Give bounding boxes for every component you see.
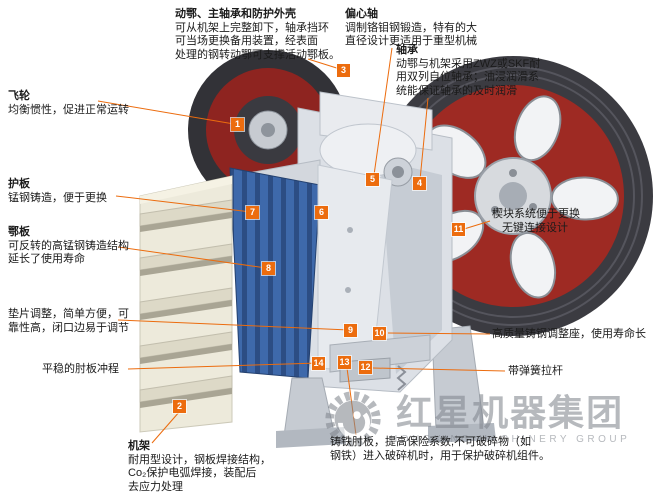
callout-line: 无键连接设计: [502, 221, 568, 234]
watermark-en-text: HONGXING MACHINERY GROUP: [390, 434, 631, 445]
callout-spring-rod: 带弹簧拉杆: [508, 365, 563, 379]
watermark-cn-text: 红星机器集团: [396, 392, 625, 433]
part-marker-10: 10: [373, 327, 386, 340]
callout-line: 平稳的肘板冲程: [42, 363, 119, 375]
watermark: 红星机器集团 HONGXING MACHINERY GROUP: [322, 388, 658, 450]
callout-title: 飞轮: [8, 90, 30, 102]
part-marker-12: 12: [359, 361, 372, 374]
callout-line: 可当场更换备用装置，经表面: [175, 35, 318, 47]
callout-line: 均衡惯性，促进正常运转: [8, 103, 129, 116]
callout-guard-plate: 护板 锰钢铸造，便于更换: [8, 178, 107, 205]
callout-moving-jaw-assembly: 动鄂、主轴承和防护外壳 可从机架上完整卸下，轴承挡环 可当场更换备用装置，经表面…: [175, 8, 340, 62]
part-marker-13: 13: [338, 356, 351, 369]
callout-line: 可反转的高锰钢铸造结构: [8, 239, 129, 252]
part-marker-14: 14: [312, 357, 325, 370]
callout-line: 耐用型设计，钢板焊接结构，: [128, 453, 271, 466]
callout-line: 靠性高，闭口边易于调节: [8, 321, 129, 334]
part-marker-5: 5: [366, 173, 379, 186]
callout-line: 动鄂与机架采用ZWZ或SKF耐: [396, 57, 541, 70]
callout-toggle-stroke: 平稳的肘板冲程: [42, 363, 119, 377]
part-marker-8: 8: [262, 262, 275, 275]
part-marker-4: 4: [413, 177, 426, 190]
callout-line: 延长了使用寿命: [8, 253, 85, 265]
callout-flywheel: 飞轮 均衡惯性，促进正常运转: [8, 90, 129, 117]
callout-adjust-seat: 高质量铸钢调整座，使用寿命长: [492, 328, 646, 342]
callout-title: 动鄂、主轴承和防护外壳: [175, 8, 296, 20]
callout-line: 垫片调整，简单方便，可: [8, 308, 129, 320]
callout-line: 统能保证轴承的及时润滑: [396, 84, 517, 97]
part-marker-6: 6: [315, 206, 328, 219]
part-marker-11: 11: [452, 223, 465, 236]
callout-line: 直径设计更适用于重型机械: [345, 35, 477, 47]
callout-toggle-plate: 铸铁肘板，提高保险系数,不可破碎物（如 钢铁）进入破碎机时，用于保护破碎机组件。: [330, 436, 550, 463]
callout-line: 去应力处理: [128, 480, 183, 493]
callout-line: 高质量铸钢调整座，使用寿命长: [492, 328, 646, 340]
callout-title: 偏心轴: [345, 8, 378, 20]
callout-line: 铸铁肘板，提高保险系数,不可破碎物（如: [330, 436, 532, 448]
callout-shim-adjustment: 垫片调整，简单方便，可 靠性高，闭口边易于调节: [8, 308, 129, 335]
part-marker-1: 1: [231, 118, 244, 131]
callout-bearing: 轴承 动鄂与机架采用ZWZ或SKF耐 用双列自位轴承；油浸润滑系 统能保证轴承的…: [396, 44, 540, 98]
part-marker-3: 3: [337, 64, 350, 77]
callout-line: 钢铁）进入破碎机时，用于保护破碎机组件。: [330, 449, 550, 462]
callout-line: 锰钢铸造，便于更换: [8, 191, 107, 204]
callout-frame: 机架 耐用型设计，钢板焊接结构， Co₂保护电弧焊接，装配后 去应力处理: [128, 440, 271, 494]
part-marker-9: 9: [344, 324, 357, 337]
callout-title: 护板: [8, 178, 30, 190]
callout-eccentric-shaft: 偏心轴 调制铬钼钢锻造，特有的大 直径设计更适用于重型机械: [345, 8, 477, 49]
callout-line: 楔块系统便于更换: [492, 208, 580, 220]
callout-line: 用双列自位轴承；油浸润滑系: [396, 71, 539, 83]
callout-title: 鄂板: [8, 226, 30, 238]
callout-wedge-system: 楔块系统便于更换 无键连接设计: [492, 208, 580, 235]
callout-title: 轴承: [396, 44, 418, 56]
callout-title: 机架: [128, 440, 150, 452]
callout-line: 带弹簧拉杆: [508, 365, 563, 377]
callout-line: 调制铬钼钢锻造，特有的大: [345, 21, 477, 34]
callout-line: Co₂保护电弧焊接，装配后: [128, 467, 257, 479]
callout-jaw-plate: 鄂板 可反转的高锰钢铸造结构 延长了使用寿命: [8, 226, 129, 267]
hopper-shape: [139, 175, 233, 433]
callout-line: 可从机架上完整卸下，轴承挡环: [175, 21, 329, 34]
callout-line: 处理的钢转动鄂可支撑活动鄂板。: [175, 48, 340, 61]
part-marker-7: 7: [246, 206, 259, 219]
part-marker-2: 2: [173, 400, 186, 413]
